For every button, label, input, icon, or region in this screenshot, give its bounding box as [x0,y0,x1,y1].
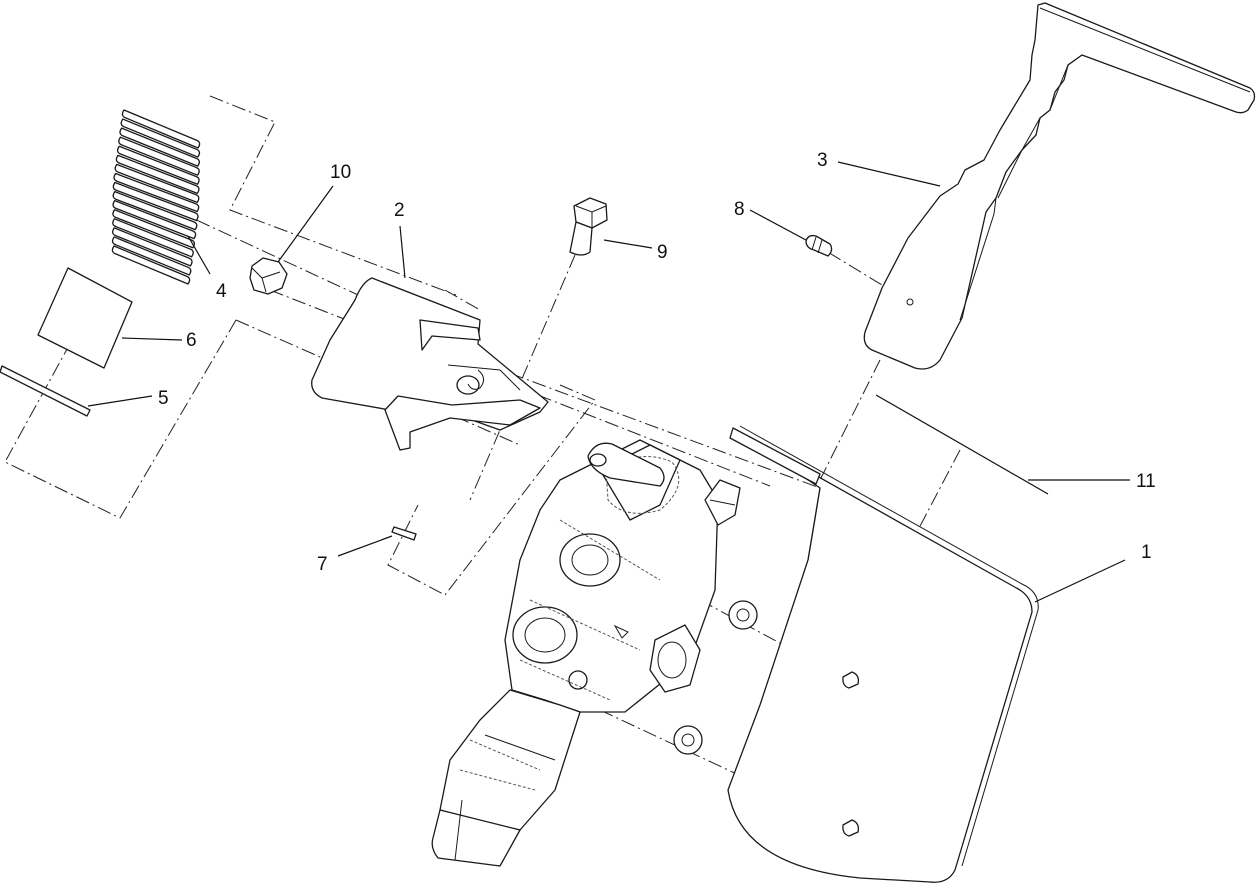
callout-11: 11 [1136,471,1156,492]
callout-1: 1 [1141,542,1152,563]
spring-coil [111,236,192,276]
spool-bracket [311,277,549,451]
spring-coil [119,127,200,167]
compression-spring [111,109,201,285]
callout-labels: 1 2 3 4 5 6 7 8 9 10 11 [158,150,1156,575]
spring-coil [113,172,200,213]
spring-coil [120,118,201,158]
control-valve [431,439,741,867]
strip-part [729,427,821,485]
spring-coil [112,218,194,258]
callout-3: 3 [817,150,828,171]
roll-pin [805,234,833,257]
spring-coil [121,109,201,149]
mounting-hardware [673,600,860,837]
callout-7: 7 [317,554,328,575]
spring-coil [112,190,198,231]
pedal-handle [863,2,1256,370]
spring-coil [116,145,200,185]
spring-coil [112,227,193,267]
shoulder-bolt [569,197,608,256]
spring-coil [112,200,197,240]
spring-coil [115,154,200,194]
spring-coil [114,163,200,204]
callout-4: 4 [216,281,227,302]
spring-coil [118,136,200,176]
spring-coil [112,181,199,222]
spring-coil [111,245,191,285]
hex-nut [249,257,288,295]
retaining-clip [391,526,417,541]
leader-lines [87,161,1130,603]
callout-9: 9 [657,242,668,263]
shim-plate [0,365,91,417]
spring-coil [112,209,196,249]
callout-5: 5 [158,388,169,409]
callout-10: 10 [330,162,351,183]
spring-block [37,267,133,369]
callout-6: 6 [186,330,197,351]
callout-8: 8 [734,199,745,220]
mounting-bracket [727,425,1039,883]
callout-2: 2 [394,200,405,221]
